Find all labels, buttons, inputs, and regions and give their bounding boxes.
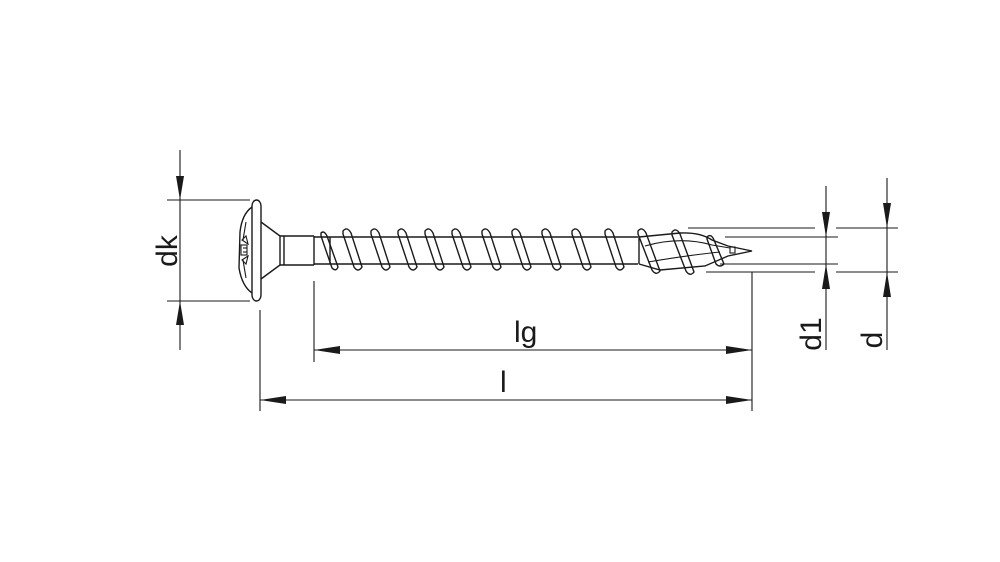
dimension-label-lg: lg xyxy=(514,316,538,349)
dimension-l xyxy=(260,396,752,404)
arrow-up-icon xyxy=(822,264,830,289)
arrow-up-icon xyxy=(176,301,184,325)
arrow-left-icon xyxy=(260,396,286,404)
arrow-down-icon xyxy=(822,212,830,237)
dimension-lg xyxy=(314,346,752,354)
dimension-label-dk: dk xyxy=(151,235,184,267)
dimension-label-l: l xyxy=(500,366,507,399)
dimension-label-d1: d1 xyxy=(795,317,828,351)
arrow-right-icon xyxy=(726,396,752,404)
dimension-label-d: d xyxy=(856,331,889,349)
dimension-d xyxy=(883,178,891,350)
arrow-up-icon xyxy=(883,272,891,297)
arrow-left-icon xyxy=(314,346,340,354)
dimension-dk xyxy=(176,150,184,350)
extension-lines xyxy=(167,199,898,411)
screw-shank xyxy=(280,235,315,266)
arrow-down-icon xyxy=(176,176,184,200)
screw-tip xyxy=(637,228,753,275)
screw-thread xyxy=(314,228,638,271)
arrow-down-icon xyxy=(883,203,891,228)
screw-head xyxy=(238,199,285,302)
arrow-right-icon xyxy=(726,346,752,354)
dimension-d1 xyxy=(822,186,830,350)
